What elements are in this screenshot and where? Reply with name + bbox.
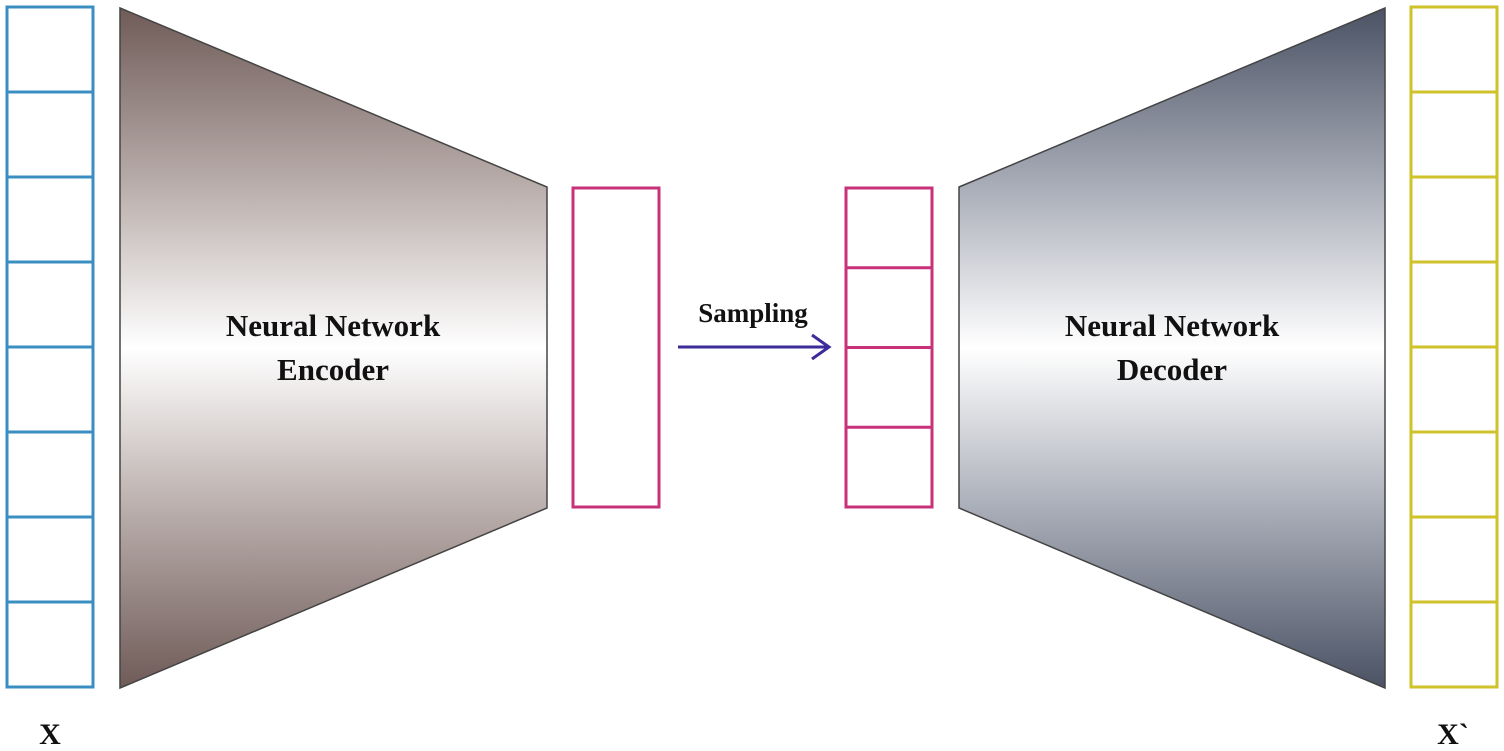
- input-label: X: [39, 718, 61, 751]
- encoder-title-line2: Encoder: [277, 352, 389, 387]
- sampling-arrow: [678, 333, 832, 361]
- decoder-block: [958, 6, 1386, 690]
- latent-vector: [571, 186, 661, 509]
- encoder-title-line1: Neural Network: [226, 308, 441, 343]
- decoder-title-line2: Decoder: [1117, 352, 1227, 387]
- output-label: X`: [1437, 718, 1469, 751]
- encoder-block: [119, 6, 548, 690]
- decoder-title-line1: Neural Network: [1065, 308, 1280, 343]
- input-vector: [5, 5, 95, 689]
- sampled-vector: [844, 186, 934, 509]
- output-vector: [1409, 5, 1499, 689]
- sampling-label: Sampling: [698, 298, 808, 328]
